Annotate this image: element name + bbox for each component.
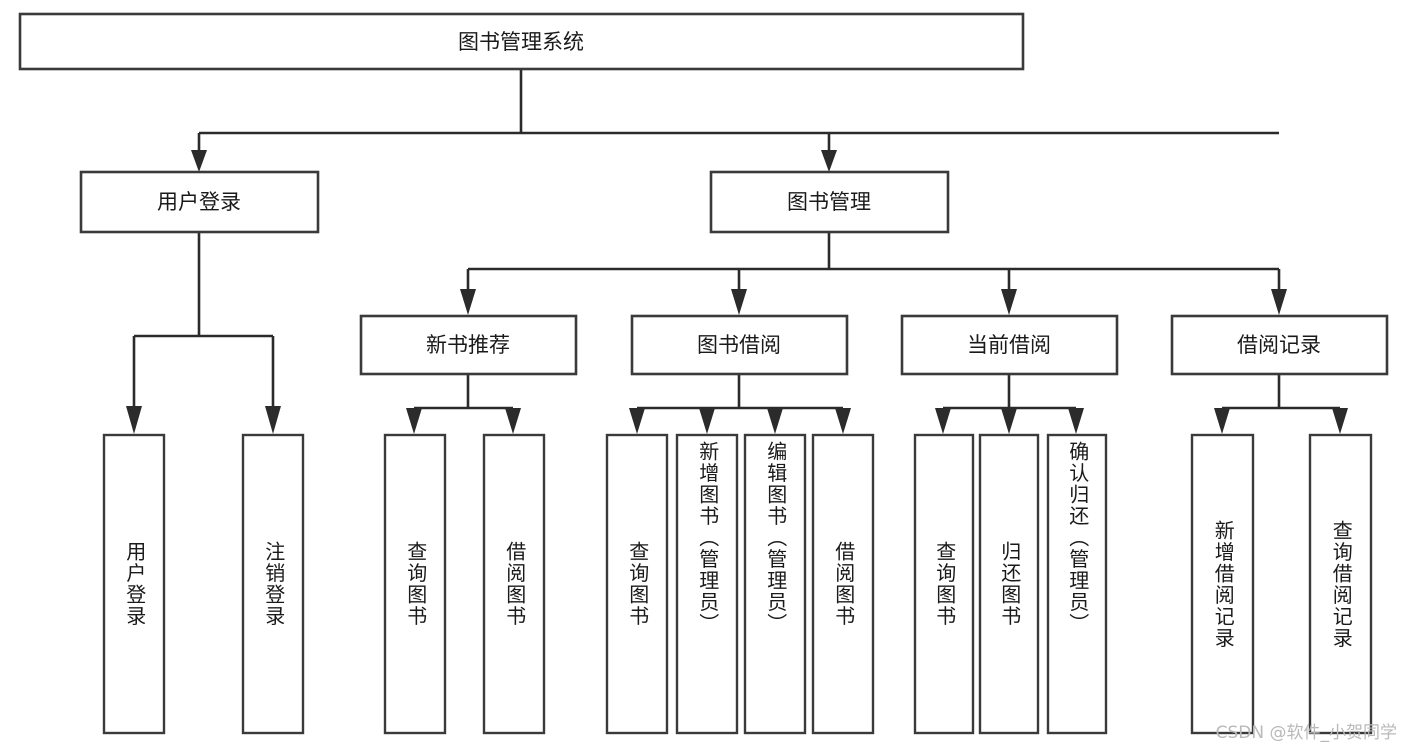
connector-currentborrow-to-leaves (935, 374, 1084, 434)
leaf-box-query-book-3[interactable] (913, 433, 975, 735)
node-book-borrow[interactable]: 图书借阅 (630, 314, 849, 376)
leaf-box-borrow-book-1[interactable] (482, 433, 546, 735)
leaf-box-add-book-admin[interactable] (675, 433, 739, 735)
node-borrow-record-label: 借阅记录 (1237, 333, 1321, 357)
connector-root-to-level2 (191, 69, 1279, 172)
csdn-watermark: CSDN @软件_小贺同学 (1215, 723, 1397, 743)
connector-bookmgmt-to-level3 (460, 232, 1287, 315)
node-new-book-recommend-label: 新书推荐 (426, 333, 510, 357)
leaf-box-query-borrow-record[interactable] (1308, 433, 1373, 735)
node-user-login[interactable]: 用户登录 (79, 170, 320, 234)
node-book-management-label: 图书管理 (787, 190, 871, 214)
leaf-box-logout[interactable] (241, 433, 305, 735)
connector-borrowrecord-to-leaves (1214, 374, 1348, 434)
node-user-login-label: 用户登录 (157, 190, 241, 214)
leaf-box-user-login[interactable] (102, 433, 166, 735)
leaf-box-query-book-2[interactable] (605, 433, 669, 735)
leaf-box-query-book-1[interactable] (383, 433, 447, 735)
node-root-label: 图书管理系统 (458, 30, 584, 54)
node-current-borrow-label: 当前借阅 (967, 333, 1051, 357)
connector-userlogin-to-leaves (126, 232, 281, 434)
node-new-book-recommend[interactable]: 新书推荐 (359, 314, 578, 376)
node-borrow-record[interactable]: 借阅记录 (1170, 314, 1389, 376)
node-root-book-management-system[interactable]: 图书管理系统 (18, 12, 1025, 71)
leaf-box-confirm-return-admin[interactable] (1046, 433, 1108, 735)
leaf-box-return-book[interactable] (978, 433, 1040, 735)
connector-bookborrow-to-leaves (629, 374, 851, 434)
leaf-box-add-borrow-record[interactable] (1190, 433, 1255, 735)
connector-newbook-to-leaves (406, 374, 521, 434)
node-book-management[interactable]: 图书管理 (709, 170, 950, 234)
node-current-borrow[interactable]: 当前借阅 (900, 314, 1119, 376)
leaf-box-edit-book-admin[interactable] (743, 433, 807, 735)
leaf-box-borrow-book-2[interactable] (811, 433, 875, 735)
node-book-borrow-label: 图书借阅 (697, 333, 781, 357)
